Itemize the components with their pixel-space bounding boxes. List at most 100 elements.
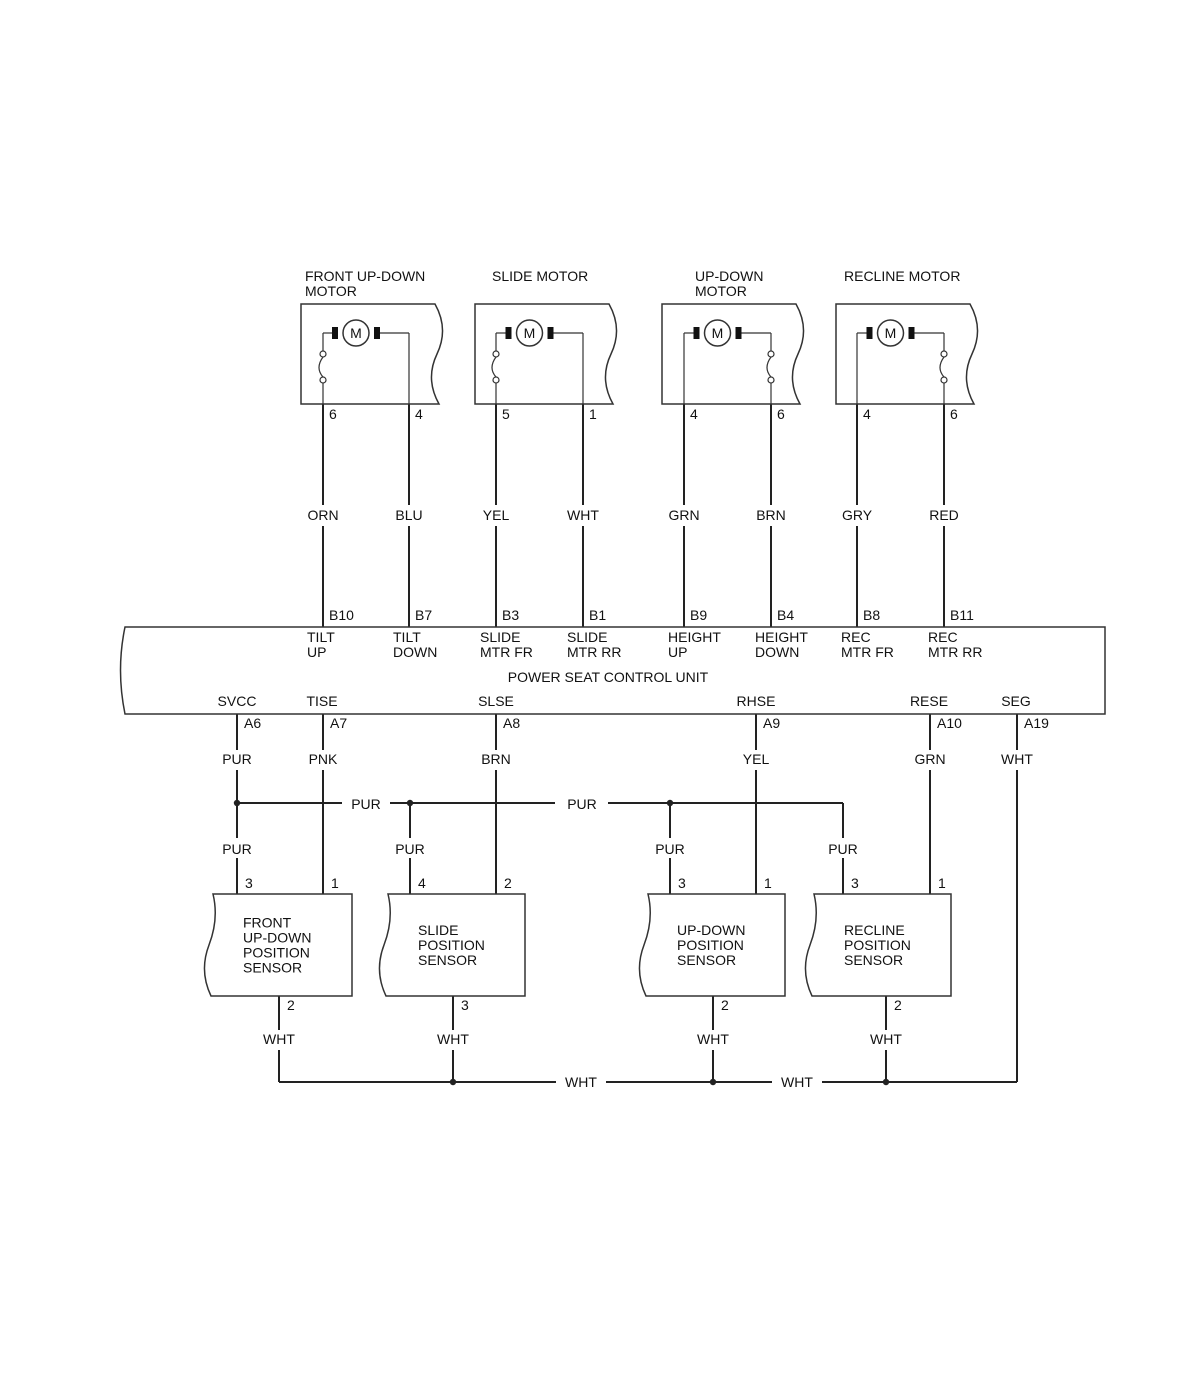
wire-color-label: ORN bbox=[307, 507, 338, 523]
ground-bus-label: WHT bbox=[565, 1074, 597, 1090]
sensor-pin-recline: 2 bbox=[894, 997, 902, 1013]
splice-dot bbox=[449, 1078, 457, 1086]
motor-pin-recline: 4 bbox=[863, 406, 871, 422]
sensor-box-slide bbox=[378, 893, 526, 997]
wire-color-label: PUR bbox=[828, 841, 858, 857]
supply-bus-label: PUR bbox=[351, 796, 381, 812]
motor-icon-slide: M bbox=[524, 325, 536, 341]
wire-color-label-svcc: PUR bbox=[222, 751, 252, 767]
motor-brush-recline bbox=[908, 327, 915, 339]
sensor-name-recline: RECLINE bbox=[844, 922, 905, 938]
motor-title-front-updown: MOTOR bbox=[305, 283, 357, 299]
supply-bus-label: PUR bbox=[567, 796, 597, 812]
cu-terminal-label-tise: TISE bbox=[306, 693, 337, 709]
motor-pin-slide: 5 bbox=[502, 406, 510, 422]
motor-icon-recline bbox=[876, 319, 905, 347]
control-unit-title: POWER SEAT CONTROL UNIT bbox=[508, 669, 709, 685]
sensor-name-front-updown: SENSOR bbox=[243, 960, 302, 976]
cu-terminal-label-rhse: RHSE bbox=[737, 693, 776, 709]
wire-color-label: WHT bbox=[437, 1031, 469, 1047]
sensor-pin-updown: 3 bbox=[678, 875, 686, 891]
motor-icon-updown: M bbox=[712, 325, 724, 341]
cu-terminal-label: DOWN bbox=[755, 644, 799, 660]
cu-pin-label: B7 bbox=[415, 607, 432, 623]
motor-box-front-updown bbox=[300, 303, 444, 405]
wire-color-label: GRY bbox=[842, 507, 873, 523]
splice-dot bbox=[882, 1078, 890, 1086]
motor-limit-switch-updown bbox=[766, 356, 772, 378]
sensor-pin-updown: 1 bbox=[764, 875, 772, 891]
motor-icon-slide bbox=[515, 319, 544, 347]
wire-color-label: WHT bbox=[870, 1031, 902, 1047]
components-layer bbox=[119, 303, 1106, 997]
motor-pin-front-updown: 6 bbox=[329, 406, 337, 422]
motor-pin-front-updown: 4 bbox=[415, 406, 423, 422]
cu-terminal-label: HEIGHT bbox=[668, 629, 721, 645]
motor-brush-updown bbox=[693, 327, 700, 339]
cu-terminal-label: DOWN bbox=[393, 644, 437, 660]
sensor-pin-slide: 3 bbox=[461, 997, 469, 1013]
wire-color-label-seg: WHT bbox=[1001, 751, 1033, 767]
motor-pin-slide: 1 bbox=[589, 406, 597, 422]
cu-pin-label: B10 bbox=[329, 607, 354, 623]
motor-pin-updown: 4 bbox=[690, 406, 698, 422]
cu-pin-label: B9 bbox=[690, 607, 707, 623]
sensor-name-front-updown: FRONT bbox=[243, 915, 292, 931]
cu-pin-label: B11 bbox=[950, 607, 974, 623]
motor-icon-updown bbox=[703, 319, 732, 347]
wire-color-label: PUR bbox=[395, 841, 425, 857]
cu-pin-label-rhse: A9 bbox=[763, 715, 780, 731]
wire-color-label: WHT bbox=[567, 507, 599, 523]
cu-terminal-label: TILT bbox=[307, 629, 335, 645]
sensor-pin-updown: 2 bbox=[721, 997, 729, 1013]
sensor-name-recline: SENSOR bbox=[844, 952, 903, 968]
sensor-name-recline: POSITION bbox=[844, 937, 911, 953]
motor-brush-slide bbox=[505, 327, 512, 339]
cu-terminal-label-slse: SLSE bbox=[478, 693, 514, 709]
sensor-box-recline bbox=[804, 893, 952, 997]
wire-color-label: GRN bbox=[668, 507, 699, 523]
cu-pin-label-svcc: A6 bbox=[244, 715, 261, 731]
cu-terminal-label: SLIDE bbox=[480, 629, 520, 645]
sensor-name-front-updown: POSITION bbox=[243, 945, 310, 961]
sensor-pin-recline: 3 bbox=[851, 875, 859, 891]
sensor-pin-front-updown: 2 bbox=[287, 997, 295, 1013]
splice-dot bbox=[406, 799, 414, 807]
cu-pin-label: B8 bbox=[863, 607, 880, 623]
motor-box-updown bbox=[661, 303, 805, 405]
wire-color-label: WHT bbox=[697, 1031, 729, 1047]
sensor-pin-slide: 4 bbox=[418, 875, 426, 891]
wire-color-label: RED bbox=[929, 507, 959, 523]
sensor-pin-slide: 2 bbox=[504, 875, 512, 891]
wire-color-label-slse: BRN bbox=[481, 751, 511, 767]
wire-color-label: YEL bbox=[483, 507, 510, 523]
wire-color-label-tise: PNK bbox=[309, 751, 338, 767]
sensor-name-slide: SENSOR bbox=[418, 952, 477, 968]
cu-terminal-label: UP bbox=[307, 644, 326, 660]
motor-brush-front-updown bbox=[332, 327, 338, 339]
sensor-box-front-updown bbox=[203, 893, 353, 997]
motor-title-recline: RECLINE MOTOR bbox=[844, 268, 960, 284]
motor-limit-switch-front-updown bbox=[318, 356, 324, 378]
splice-dot bbox=[666, 799, 674, 807]
wire-color-label-rese: GRN bbox=[914, 751, 945, 767]
sensor-pin-front-updown: 1 bbox=[331, 875, 339, 891]
cu-terminal-label: HEIGHT bbox=[755, 629, 808, 645]
motor-title-updown: MOTOR bbox=[695, 283, 747, 299]
cu-terminal-label-rese: RESE bbox=[910, 693, 948, 709]
motor-icon-front-updown: M bbox=[350, 325, 362, 341]
cu-pin-label-tise: A7 bbox=[330, 715, 347, 731]
wire-color-label: WHT bbox=[263, 1031, 295, 1047]
cu-terminal-label: MTR RR bbox=[567, 644, 621, 660]
motor-icon-front-updown bbox=[342, 319, 370, 347]
ground-bus-label: WHT bbox=[781, 1074, 813, 1090]
cu-pin-label: B1 bbox=[589, 607, 606, 623]
cu-terminal-label: SLIDE bbox=[567, 629, 607, 645]
cu-pin-label-seg: A19 bbox=[1024, 715, 1049, 731]
motor-brush-recline bbox=[866, 327, 873, 339]
sensor-pin-recline: 1 bbox=[938, 875, 946, 891]
splice-dot bbox=[709, 1078, 717, 1086]
cu-terminal-label: UP bbox=[668, 644, 687, 660]
motor-pin-updown: 6 bbox=[777, 406, 785, 422]
